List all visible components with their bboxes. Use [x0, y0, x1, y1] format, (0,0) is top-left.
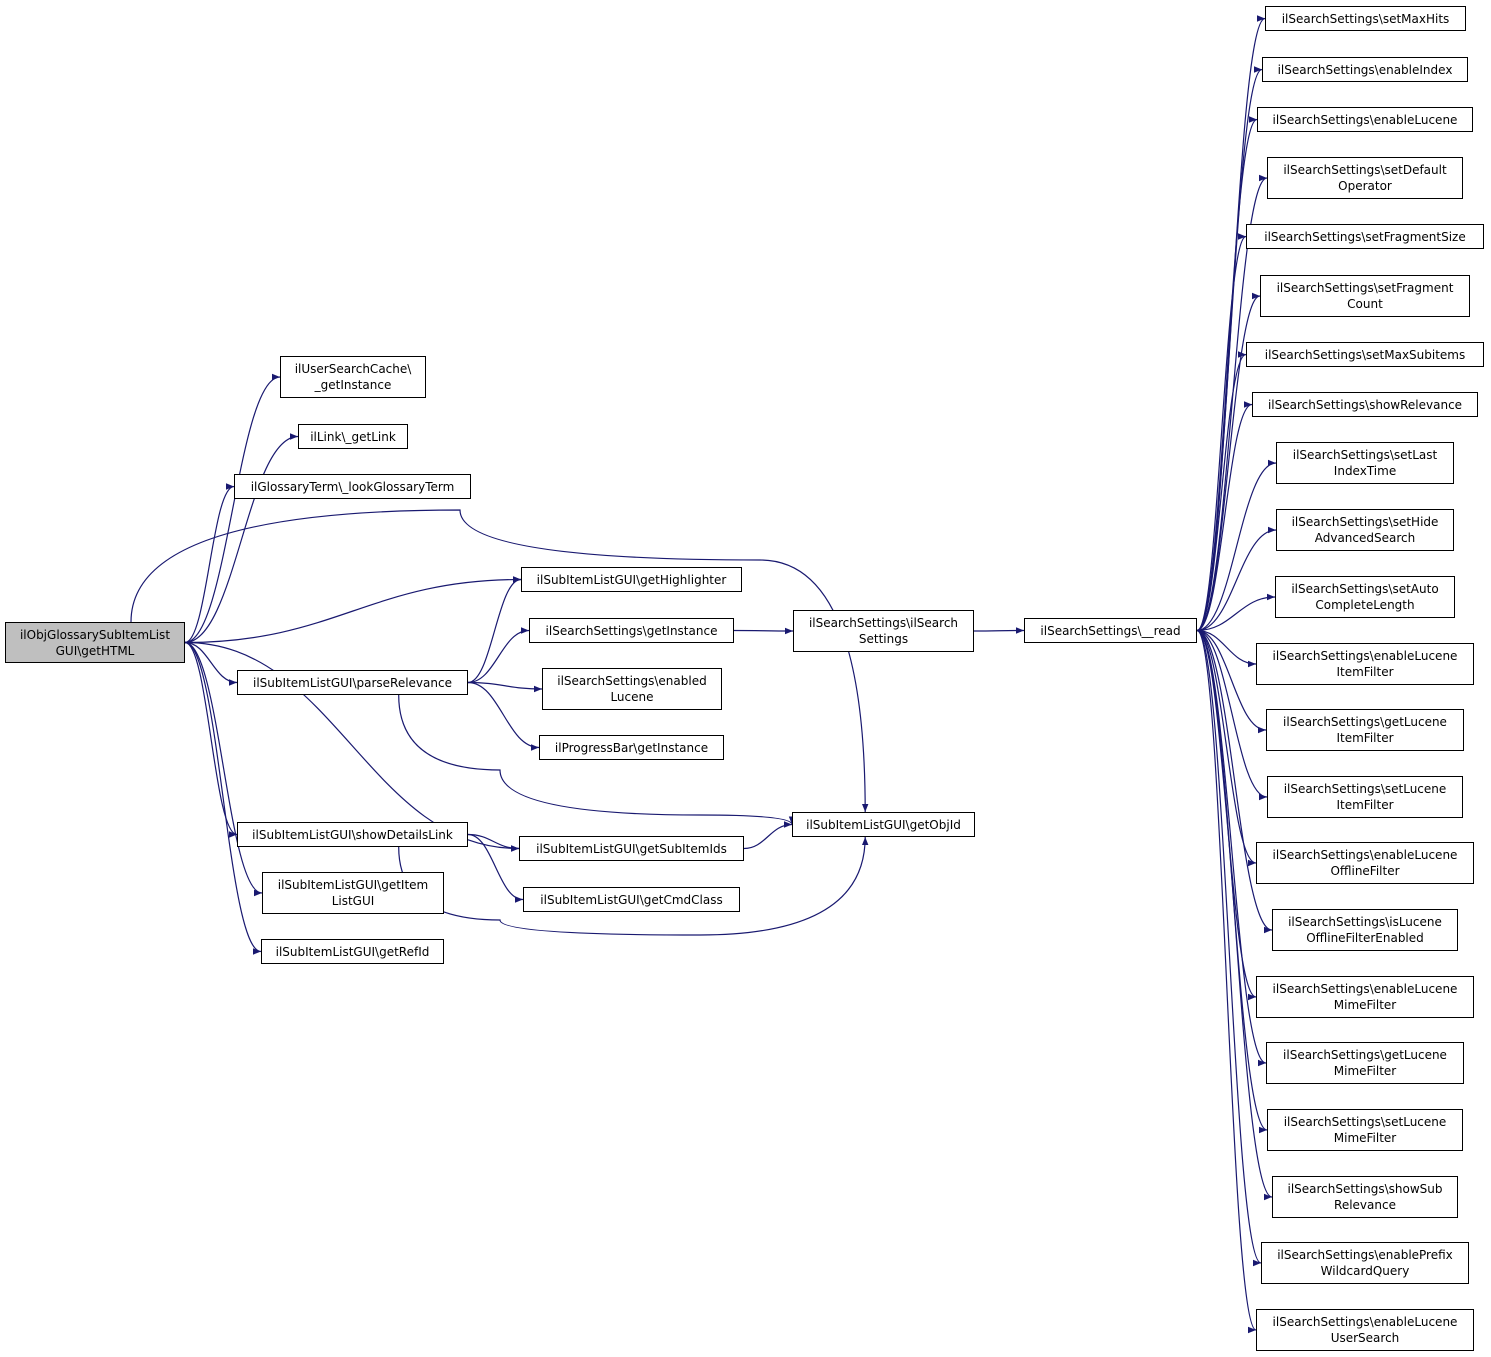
node-searchsettings-isluceneofflinefilterenabled[interactable]: ilSearchSettings\isLucene OfflineFilterE… [1272, 909, 1458, 951]
edge-ss_construct-to-ss_read [973, 627, 1025, 634]
node-subitemlist-getobjid[interactable]: ilSubItemListGUI\getObjId [792, 812, 975, 837]
node-searchsettings-setlucenemimefilter[interactable]: ilSearchSettings\setLucene MimeFilter [1267, 1109, 1463, 1151]
edge-ss_read-to-r11 [1196, 593, 1276, 632]
node-searchsettings-getinstance[interactable]: ilSearchSettings\getInstance [529, 618, 734, 643]
node-searchsettings-setfragmentsize[interactable]: ilSearchSettings\setFragmentSize [1246, 224, 1484, 249]
edge-ss_read-to-r22 [1196, 629, 1257, 1333]
edge-ss_read-to-r8 [1196, 401, 1253, 632]
node-subitemlist-getrefid[interactable]: ilSubItemListGUI\getRefId [261, 939, 444, 964]
edge-parserelevance-to-progressbar [467, 681, 540, 751]
node-searchsettings-getlucenemimefilter[interactable]: ilSearchSettings\getLucene MimeFilter [1266, 1042, 1464, 1084]
node-searchsettings-enablelucenemimefilter[interactable]: ilSearchSettings\enableLucene MimeFilter [1256, 976, 1474, 1018]
edge-ss_getinstance-to-ss_construct [733, 627, 794, 635]
node-searchsettings-setfragmentcount[interactable]: ilSearchSettings\setFragment Count [1260, 275, 1470, 317]
node-searchsettings-constructor[interactable]: ilSearchSettings\ilSearch Settings [793, 610, 974, 652]
node-subitemlist-gethighlighter[interactable]: ilSubItemListGUI\getHighlighter [521, 567, 742, 592]
edge-ss_read-to-r6 [1196, 292, 1261, 632]
node-subitemlist-getcmdclass[interactable]: ilSubItemListGUI\getCmdClass [523, 887, 740, 912]
node-searchsettings-enableindex[interactable]: ilSearchSettings\enableIndex [1262, 57, 1468, 82]
edge-parserelevance-to-ss_enabledlucene [467, 681, 543, 693]
node-searchsettings-enableluceneofflinefilter[interactable]: ilSearchSettings\enableLucene OfflineFil… [1256, 842, 1474, 884]
node-searchsettings-sethideadvancedsearch[interactable]: ilSearchSettings\setHide AdvancedSearch [1276, 509, 1454, 551]
edge-root-to-lookglossary [184, 483, 235, 644]
edge-root-to-getitemlistgui [184, 641, 263, 897]
edge-showdetails-to-getsubitemids [467, 833, 520, 852]
edge-root-to-getlink [184, 433, 299, 644]
node-searchsettings-enableprefixwildcardquery[interactable]: ilSearchSettings\enablePrefix WildcardQu… [1261, 1242, 1469, 1284]
edge-showdetails-to-getcmdclass [467, 833, 524, 903]
node-usersearchcache-getinstance[interactable]: ilUserSearchCache\ _getInstance [280, 356, 426, 398]
edge-ss_read-to-r13 [1196, 629, 1267, 734]
node-subitemlist-showdetailslink[interactable]: ilSubItemListGUI\showDetailsLink [237, 822, 468, 847]
node-searchsettings-enabledlucene[interactable]: ilSearchSettings\enabled Lucene [542, 668, 722, 710]
node-searchsettings-enablelucene[interactable]: ilSearchSettings\enableLucene [1257, 107, 1473, 132]
node-searchsettings-setdefaultoperator[interactable]: ilSearchSettings\setDefault Operator [1267, 157, 1463, 199]
node-root-gethtml: ilObjGlossarySubItemList GUI\getHTML [5, 622, 185, 663]
node-searchsettings-showsubrelevance[interactable]: ilSearchSettings\showSub Relevance [1272, 1176, 1458, 1218]
node-searchsettings-enableluceneitemfilter[interactable]: ilSearchSettings\enableLucene ItemFilter [1256, 643, 1474, 685]
edge-ss_read-to-r7 [1196, 351, 1247, 632]
edge-ss_read-to-r20 [1196, 629, 1273, 1201]
node-searchsettings-setmaxsubitems[interactable]: ilSearchSettings\setMaxSubitems [1246, 342, 1484, 367]
node-progressbar-getinstance[interactable]: ilProgressBar\getInstance [539, 735, 724, 760]
edge-getsubitemids-to-getobjid [743, 821, 793, 850]
edge-ss_read-to-r9 [1196, 459, 1277, 632]
node-searchsettings-setluceneitemfilter[interactable]: ilSearchSettings\setLucene ItemFilter [1267, 776, 1463, 818]
node-searchsettings-enableluceneusersearch[interactable]: ilSearchSettings\enableLucene UserSearch [1256, 1309, 1474, 1351]
node-glossaryterm-lookglossaryterm[interactable]: ilGlossaryTerm\_lookGlossaryTerm [234, 474, 471, 499]
edge-root-to-usercache [184, 373, 281, 644]
edge-ss_read-to-r21 [1196, 629, 1262, 1267]
edge-root-to-getrefid [184, 641, 262, 955]
node-illink-getlink[interactable]: ilLink\_getLink [298, 424, 408, 449]
edge-root-to-showdetails [184, 641, 238, 838]
edge-parserelevance-to-gethighlighter [467, 576, 522, 684]
edge-ss_read-to-r14 [1196, 629, 1268, 801]
edge-ss_read-to-r12 [1196, 629, 1257, 668]
node-subitemlist-parserelevance[interactable]: ilSubItemListGUI\parseRelevance [237, 670, 468, 695]
node-subitemlist-getitemlistgui[interactable]: ilSubItemListGUI\getItem ListGUI [262, 872, 444, 914]
node-searchsettings-setmaxhits[interactable]: ilSearchSettings\setMaxHits [1265, 6, 1466, 31]
edge-root-to-parserelevance [184, 641, 238, 686]
edge-root-to-getobjid [130, 509, 869, 813]
node-searchsettings-setautocompletelength[interactable]: ilSearchSettings\setAuto CompleteLength [1275, 576, 1455, 618]
node-subitemlist-getsubitemids[interactable]: ilSubItemListGUI\getSubItemIds [519, 836, 744, 861]
edge-root-to-gethighlighter [184, 576, 522, 644]
node-searchsettings-showrelevance[interactable]: ilSearchSettings\showRelevance [1252, 392, 1478, 417]
edge-parserelevance-to-getobjid [398, 694, 796, 825]
node-searchsettings-getluceneitemfilter[interactable]: ilSearchSettings\getLucene ItemFilter [1266, 709, 1464, 751]
edge-ss_read-to-r3 [1196, 116, 1258, 632]
edge-ss_read-to-r5 [1196, 233, 1247, 632]
edge-ss_read-to-r16 [1196, 629, 1273, 934]
node-searchsettings-read[interactable]: ilSearchSettings\__read [1024, 618, 1197, 643]
edge-parserelevance-to-ss_getinstance [467, 627, 530, 684]
node-searchsettings-setlastindextime[interactable]: ilSearchSettings\setLast IndexTime [1276, 442, 1454, 484]
edge-ss_read-to-r10 [1196, 526, 1277, 632]
edge-ss_read-to-r15 [1196, 629, 1257, 867]
